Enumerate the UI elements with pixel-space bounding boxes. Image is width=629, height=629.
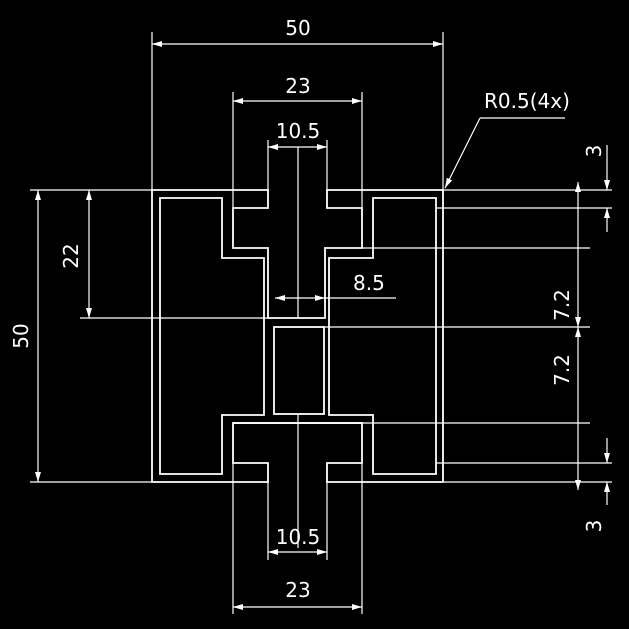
dim-opening-width-bottom: 10.5 [276, 525, 321, 549]
dim-wall-top: 3 [582, 145, 606, 158]
dim-slot-width-bottom: 23 [285, 578, 310, 602]
radius-leader [444, 117, 481, 189]
dim-corner-radius: R0.5(4x) [484, 89, 570, 113]
dim-height-22: 22 [59, 243, 83, 268]
dim-opening-width-top: 10.5 [276, 119, 321, 143]
dim-slot-width-top: 23 [285, 74, 310, 98]
profile-left-chamber [159, 197, 265, 475]
dim-overall-width: 50 [285, 16, 310, 40]
dim-wall-bottom: 3 [582, 520, 606, 533]
profile-center-cavity [273, 326, 325, 415]
profile-right-chamber [328, 197, 437, 475]
dim-web-thickness: 8.5 [353, 271, 385, 295]
dim-step-lower: 7.2 [550, 354, 574, 386]
dim-overall-height: 50 [9, 323, 33, 348]
dim-step-upper: 7.2 [550, 289, 574, 321]
